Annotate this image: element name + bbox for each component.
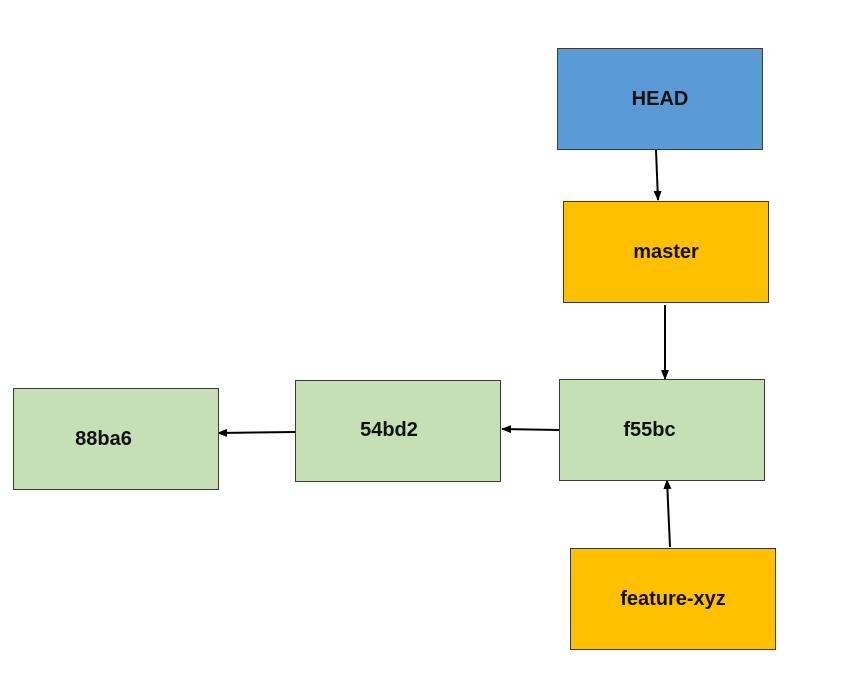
arrow-feature-to-f55bc [663,479,672,548]
commit-88ba6-label: 88ba6 [75,427,132,450]
commit-node-54bd2: 54bd2 [295,380,501,482]
feature-branch-node: feature-xyz [570,548,776,650]
head-label: HEAD [631,87,689,110]
commit-f55bc-label: f55bc [623,418,676,441]
arrow-f55bc-to-54bd2 [501,425,561,434]
arrow-head-to-master [653,149,662,201]
head-node: HEAD [557,48,763,150]
feature-xyz-label: feature-xyz [620,587,726,610]
master-label: master [633,240,699,263]
commit-node-f55bc: f55bc [559,379,765,481]
commit-54bd2-label: 54bd2 [360,418,418,441]
arrow-54bd2-to-88ba6 [217,428,296,437]
master-branch-node: master [563,201,769,303]
commit-node-88ba6: 88ba6 [13,388,219,490]
